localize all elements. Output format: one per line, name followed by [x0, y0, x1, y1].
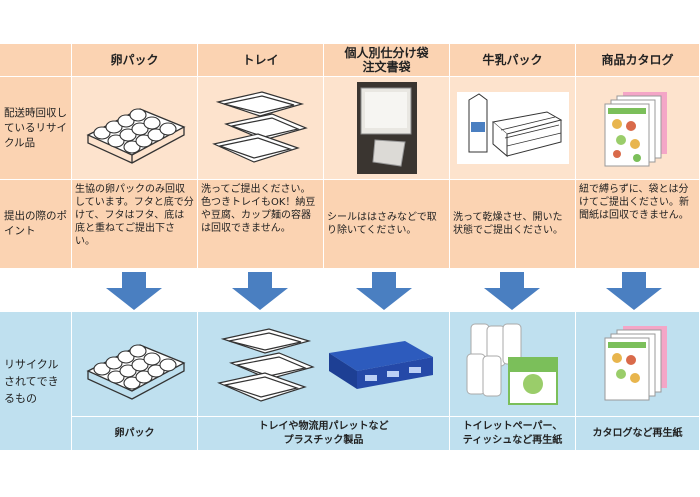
toilet-paper-tissue-icon [466, 323, 558, 405]
header-tray-label: トレイ [242, 53, 279, 67]
tray-and-pallet-icon [216, 328, 433, 402]
result-plastic-line2: プラスチック製品 [283, 434, 364, 446]
arrow-down-icon [484, 272, 540, 310]
header-egg-pack: 卵パック [72, 44, 198, 77]
bags-photo [324, 77, 450, 180]
row-label-recycle-items: 配送時回収しているリサイクル品 [0, 77, 72, 180]
header-bags-line1: 個人別仕分け袋 [344, 46, 429, 60]
header-bags: 個人別仕分け袋 注文書袋 [324, 44, 450, 77]
result-paper-image [450, 312, 576, 417]
point-egg-pack: 生協の卵パックのみ回収しています。フタと底で分けて、フタはフタ、底は底と重ねてご… [72, 180, 198, 269]
milk-carton-image [450, 77, 576, 180]
header-egg-pack-label: 卵パック [110, 53, 159, 67]
result-catalog-label: カタログなど再生紙 [576, 417, 700, 451]
egg-pack-icon [85, 107, 186, 164]
row-label-points-text: 提出の際のポイント [4, 210, 67, 237]
point-milk-carton-text: 洗って乾燥させ、開いた状態でご提出ください。 [453, 212, 563, 236]
result-plastic-line1: トレイや物流用パレットなど [258, 420, 389, 432]
tray-image [198, 77, 324, 180]
result-plastic-label: トレイや物流用パレットなど プラスチック製品 [198, 417, 450, 451]
catalog-image [576, 77, 700, 180]
header-milk-carton-label: 牛乳パック [482, 53, 543, 67]
header-tray: トレイ [198, 44, 324, 77]
row-label-result: リサイクルされてできるもの [0, 312, 72, 451]
egg-pack-icon [85, 343, 186, 400]
point-catalog-text: 紐で縛らずに、袋とは分けてご提出ください。新聞紙は回収できません。 [579, 184, 689, 221]
point-bags-text: シールははさみなどで取り除いてください。 [327, 212, 437, 236]
point-tray-text: 洗ってご提出ください。色つきトレイもOK！納豆や豆腐、カップ麺の容器は回収できま… [201, 184, 316, 234]
result-paper-line1: トイレットペーパー、 [462, 420, 563, 432]
egg-pack-image [72, 77, 198, 180]
result-egg-pack-label: 卵パック [72, 417, 198, 451]
point-egg-pack-text: 生協の卵パックのみ回収しています。フタと底で分けて、フタはフタ、底は底と重ねてご… [75, 184, 194, 247]
header-corner [0, 44, 72, 77]
point-catalog: 紐で縛らずに、袋とは分けてご提出ください。新聞紙は回収できません。 [576, 180, 700, 269]
result-catalog-text: カタログなど再生紙 [592, 427, 683, 439]
arrow-down-icon [232, 272, 288, 310]
result-plastic-image [198, 312, 450, 417]
result-egg-pack-image [72, 312, 198, 417]
milk-carton-icon [456, 92, 569, 164]
header-catalog-label: 商品カタログ [601, 53, 674, 67]
arrow-down-icon [356, 272, 412, 310]
header-catalog: 商品カタログ [576, 44, 700, 77]
row-label-points: 提出の際のポイント [0, 180, 72, 269]
tray-icon [211, 90, 308, 163]
header-bags-line2: 注文書袋 [362, 60, 411, 74]
catalog-icon [604, 92, 667, 167]
catalog-icon [604, 326, 667, 401]
result-paper-label: トイレットペーパー、 ティッシュなど再生紙 [450, 417, 576, 451]
point-bags: シールははさみなどで取り除いてください。 [324, 180, 450, 269]
result-catalog-image [576, 312, 700, 417]
result-paper-line2: ティッシュなど再生紙 [462, 434, 563, 446]
row-label-result-text: リサイクルされてできるもの [4, 357, 59, 405]
row-label-recycle-items-text: 配送時回収しているリサイクル品 [4, 106, 67, 149]
point-tray: 洗ってご提出ください。色つきトレイもOK！納豆や豆腐、カップ麺の容器は回収できま… [198, 180, 324, 269]
result-egg-pack-text: 卵パック [114, 427, 155, 439]
bags-photo-icon [356, 82, 417, 174]
point-milk-carton: 洗って乾燥させ、開いた状態でご提出ください。 [450, 180, 576, 269]
arrow-down-icon [106, 272, 162, 310]
header-milk-carton: 牛乳パック [450, 44, 576, 77]
arrow-down-icon [606, 272, 662, 310]
